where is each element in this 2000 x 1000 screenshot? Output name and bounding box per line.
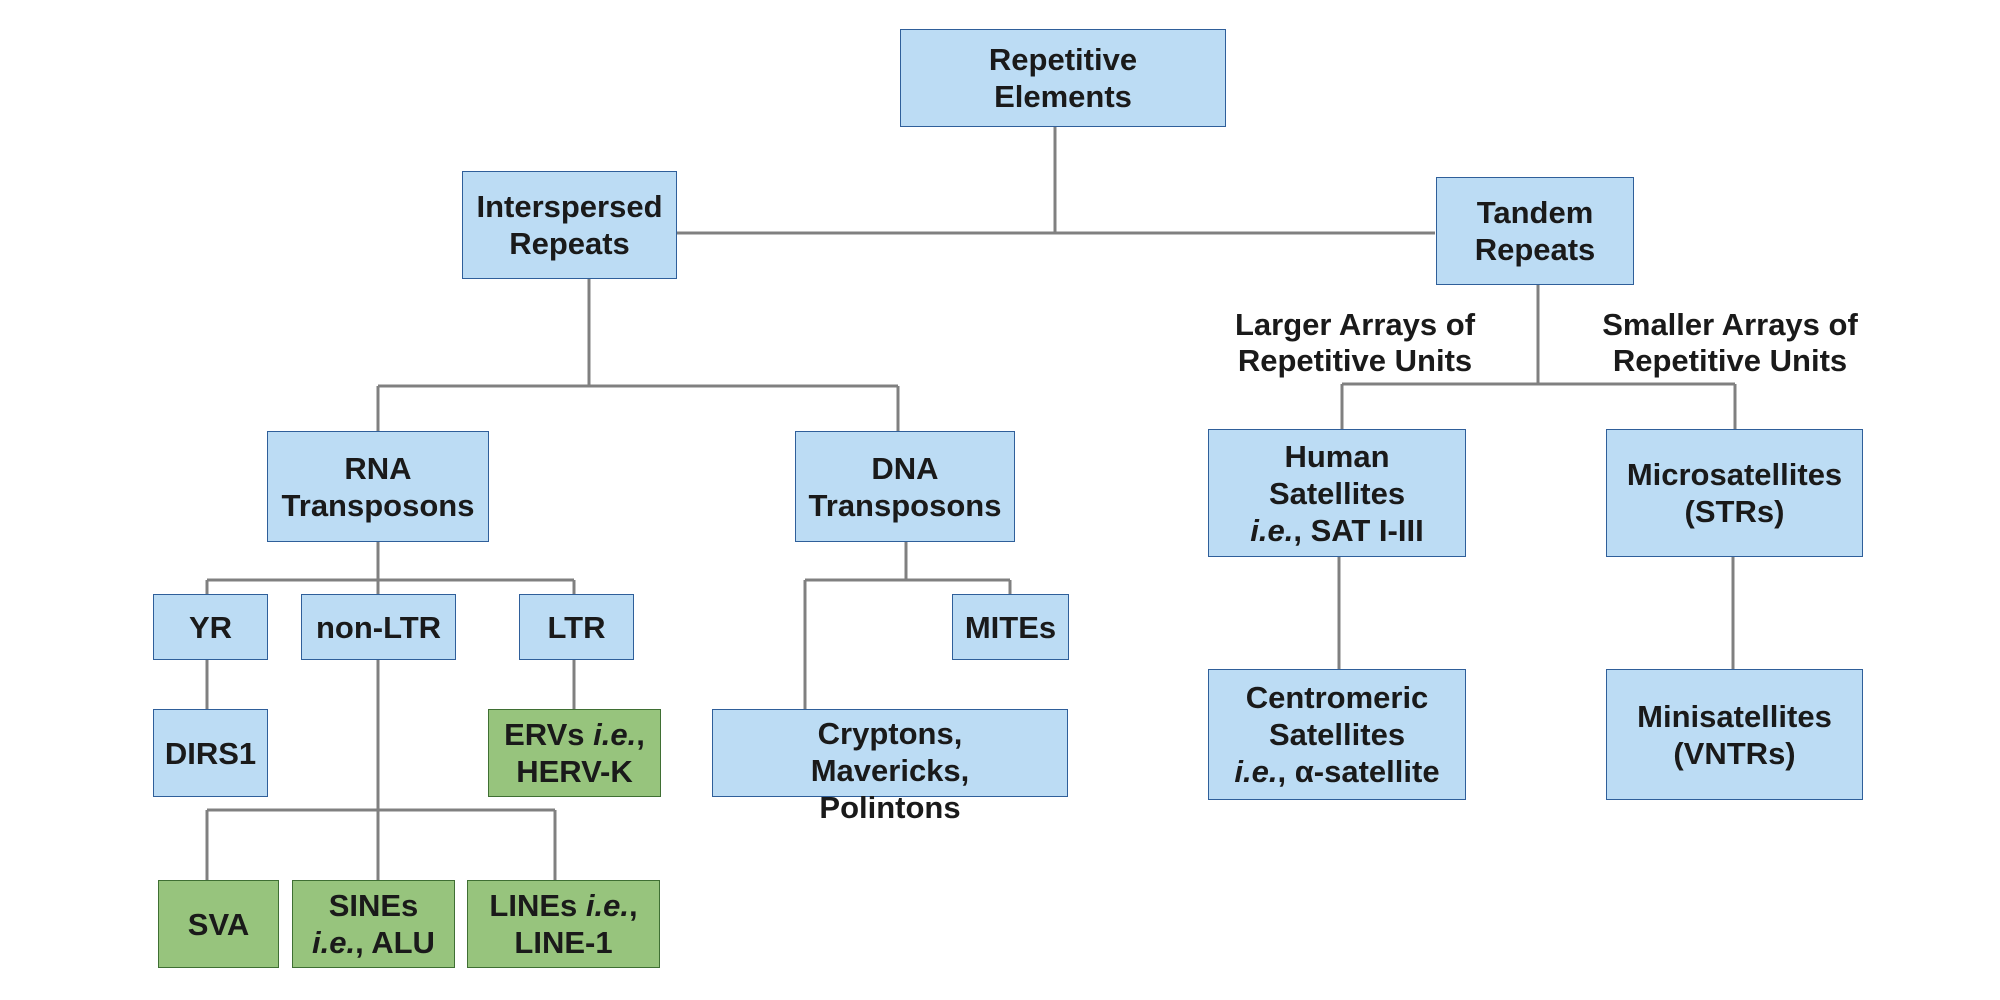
label-smaller-arrays: Smaller Arrays of Repetitive Units (1575, 307, 1885, 379)
label-line: Repetitive Units (1612, 343, 1848, 378)
node-label: LINEs i.e., (489, 887, 637, 924)
ie-text: i.e. (1250, 512, 1294, 548)
node-centromeric-satellites: Centromeric Satellites i.e., α-satellite (1208, 669, 1466, 800)
node-label: SVA (187, 906, 250, 942)
node-minisatellites: Minisatellites (VNTRs) (1606, 669, 1863, 800)
node-label: Satellites (1268, 717, 1406, 752)
ie-text: i.e. (1234, 754, 1278, 789)
node-yr: YR (153, 594, 268, 660)
node-label: DIRS1 (164, 735, 257, 771)
label-text: , (636, 717, 645, 752)
node-label: Repeats (1474, 232, 1596, 267)
node-dirs1: DIRS1 (153, 709, 268, 797)
node-label-example: i.e., SAT I-III (1250, 512, 1423, 549)
node-ltr: LTR (519, 594, 634, 660)
node-label: Transposons (281, 487, 475, 523)
label-larger-arrays: Larger Arrays of Repetitive Units (1200, 307, 1510, 379)
node-non-ltr: non-LTR (301, 594, 456, 660)
node-label: Tandem (1476, 195, 1594, 230)
node-label: Satellites (1268, 475, 1406, 511)
node-label-example: i.e., α-satellite (1234, 753, 1439, 790)
node-lines: LINEs i.e., LINE-1 (467, 880, 660, 968)
node-microsatellites: Microsatellites (STRs) (1606, 429, 1863, 557)
node-label: Cryptons, (817, 716, 963, 751)
node-interspersed-repeats: Interspersed Repeats (462, 171, 677, 279)
example-text: , SAT I-III (1293, 512, 1424, 548)
example-text: , ALU (355, 925, 435, 960)
node-human-satellites: Human Satellites i.e., SAT I-III (1208, 429, 1466, 557)
label-line: Larger Arrays of (1234, 307, 1476, 342)
node-ervs: ERVs i.e., HERV-K (488, 709, 661, 797)
node-label: Mavericks, (810, 753, 970, 788)
node-label: HERV-K (516, 754, 633, 789)
node-sines: SINEs i.e., ALU (292, 880, 455, 968)
node-label: SINEs (328, 888, 419, 923)
node-cryptons-mavericks-polintons: Cryptons, Mavericks, Polintons (712, 709, 1068, 825)
node-label: LINE-1 (514, 925, 613, 960)
node-label: (STRs) (1684, 494, 1785, 529)
node-sva: SVA (158, 880, 279, 968)
node-label: LTR (547, 609, 606, 645)
node-label: Transposons (808, 487, 1002, 523)
node-label: Centromeric (1245, 680, 1429, 715)
node-label: Polintons (819, 790, 961, 825)
node-label-example: i.e., ALU (312, 924, 435, 961)
node-label: MITEs (964, 609, 1057, 645)
node-label: DNA (871, 450, 939, 486)
label-text: ERVs (504, 717, 594, 752)
node-rna-transposons: RNA Transposons (267, 431, 489, 542)
node-label: Repetitive (988, 42, 1138, 77)
node-label: non-LTR (315, 609, 442, 645)
node-repetitive-elements: Repetitive Elements (900, 29, 1226, 127)
node-label: (VNTRs) (1673, 735, 1796, 771)
node-label: RNA (344, 450, 412, 486)
node-label: YR (188, 609, 233, 645)
node-label: Interspersed (476, 189, 663, 224)
label-line: Smaller Arrays of (1602, 307, 1858, 342)
label-text: LINEs (489, 888, 586, 923)
node-label: Elements (994, 79, 1132, 114)
node-label: Repeats (509, 226, 630, 261)
ie-text: i.e. (312, 925, 356, 960)
example-text: , α-satellite (1277, 754, 1440, 789)
node-label: Microsatellites (1626, 457, 1843, 492)
ie-text: i.e. (585, 888, 629, 923)
label-text: , (628, 888, 638, 923)
ie-text: i.e. (593, 717, 637, 752)
label-line: Repetitive Units (1237, 343, 1473, 378)
node-label: Human (1284, 438, 1390, 474)
node-label: Minisatellites (1637, 698, 1832, 734)
node-mites: MITEs (952, 594, 1069, 660)
node-tandem-repeats: Tandem Repeats (1436, 177, 1634, 285)
node-label: ERVs i.e., (504, 716, 645, 753)
node-dna-transposons: DNA Transposons (795, 431, 1015, 542)
